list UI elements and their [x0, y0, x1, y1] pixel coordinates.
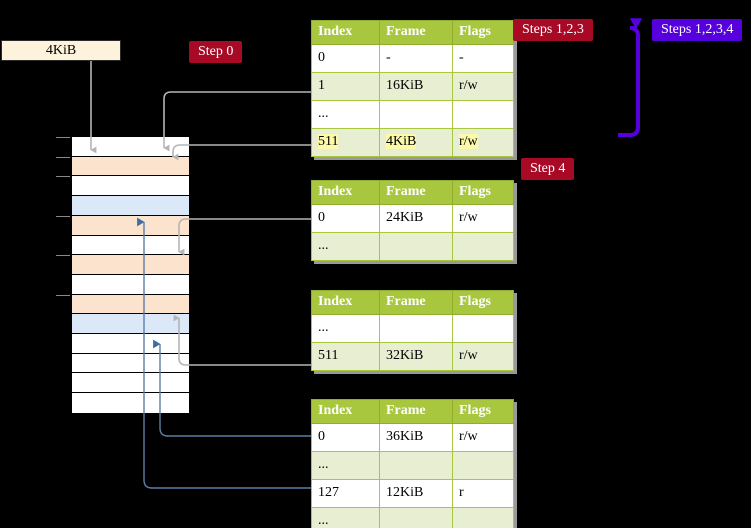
table-cell: 0 — [311, 423, 380, 452]
memory-frame-row — [56, 137, 189, 157]
column-header: Flags — [452, 180, 514, 205]
table-cell — [452, 507, 514, 528]
table-cell: ... — [311, 507, 380, 528]
memory-frame-row — [56, 294, 189, 315]
memory-frame-row — [72, 393, 189, 413]
table-cell — [379, 507, 453, 528]
table-cell — [452, 100, 514, 129]
table-cell: 511 — [311, 342, 380, 371]
table-cell — [452, 232, 514, 261]
table-cell — [452, 451, 514, 480]
step-badge-step-4: Step 4 — [521, 158, 575, 180]
table-cell — [379, 100, 453, 129]
memory-frame-row — [56, 156, 189, 177]
table-row: ... — [311, 314, 514, 343]
table-cell: - — [379, 44, 453, 73]
table-cell: - — [452, 44, 514, 73]
memory-frame-row — [72, 235, 189, 256]
table-row: 0-- — [311, 44, 514, 73]
table-cell: r/w — [452, 342, 514, 371]
table-cell: 127 — [311, 479, 380, 508]
table-cell: 24KiB — [379, 204, 453, 233]
table-cell: 1 — [311, 72, 380, 101]
table-cell: 32KiB — [379, 342, 453, 371]
column-header: Index — [311, 180, 380, 205]
column-header: Index — [311, 20, 380, 45]
memory-frame-row — [56, 255, 189, 275]
table-cell: ... — [311, 314, 380, 343]
physical-memory-column — [56, 136, 190, 414]
column-header: Frame — [379, 180, 453, 205]
column-header: Flags — [452, 399, 514, 424]
table-cell: r — [452, 479, 514, 508]
table-cell: ... — [311, 100, 380, 129]
table-cell — [452, 314, 514, 343]
table-cell: 4KiB — [379, 128, 453, 157]
table-cell — [379, 451, 453, 480]
table-cell: r/w — [452, 128, 514, 157]
memory-frame-row — [72, 373, 189, 394]
column-header: Index — [311, 399, 380, 424]
memory-frame-row — [72, 274, 189, 295]
memory-frame-tick — [56, 176, 70, 178]
memory-frame-row — [56, 176, 189, 197]
table-cell: ... — [311, 232, 380, 261]
table-row: ... — [311, 451, 514, 480]
wire-pdpt-entry0 — [178, 218, 311, 256]
table-cell: 0 — [311, 44, 380, 73]
highlighted-value: r/w — [459, 134, 478, 149]
memory-frame-row — [72, 314, 189, 335]
memory-frame-tick — [56, 215, 70, 217]
column-header: Flags — [452, 20, 514, 45]
step-badge-steps-123: Steps 1,2,3 — [513, 19, 593, 41]
table-row: ... — [311, 507, 514, 528]
column-header: Index — [311, 290, 380, 315]
table-cell: r/w — [452, 72, 514, 101]
column-header: Frame — [379, 20, 453, 45]
wire-steps-loop — [618, 18, 643, 137]
table-cell: 0 — [311, 204, 380, 233]
table-cell — [379, 232, 453, 261]
memory-frame-row — [72, 196, 189, 216]
table-cell: 12KiB — [379, 479, 453, 508]
memory-frame-tick — [56, 156, 70, 158]
memory-frame-tick — [56, 137, 70, 138]
highlighted-value: 4KiB — [386, 134, 417, 149]
table-row: 511 4KiB r/w — [311, 128, 514, 157]
step-badge-steps-1234: Steps 1,2,3,4 — [652, 19, 743, 41]
memory-frame-row — [72, 353, 189, 374]
column-header: Frame — [379, 399, 453, 424]
memory-frame-tick — [56, 255, 70, 257]
table-cell: ... — [311, 451, 380, 480]
table-row: ... — [311, 100, 514, 129]
table-cell: 16KiB — [379, 72, 453, 101]
memory-frame-row — [72, 334, 189, 354]
table-cell: 511 — [311, 128, 380, 157]
wire-pml4-entry511 — [172, 144, 311, 161]
wire-pd-entry511 — [173, 314, 311, 366]
table-cell — [379, 314, 453, 343]
table-cell: r/w — [452, 423, 514, 452]
column-header: Flags — [452, 290, 514, 315]
memory-frame-tick — [56, 294, 70, 296]
table-cell: 36KiB — [379, 423, 453, 452]
highlighted-value: 511 — [318, 134, 339, 149]
column-header: Frame — [379, 290, 453, 315]
memory-frame-row — [56, 215, 189, 236]
table-row: ... — [311, 232, 514, 261]
table-cell: r/w — [452, 204, 514, 233]
memory-size-label: 4KiB — [1, 40, 121, 61]
step-badge-step-0: Step 0 — [189, 41, 243, 63]
